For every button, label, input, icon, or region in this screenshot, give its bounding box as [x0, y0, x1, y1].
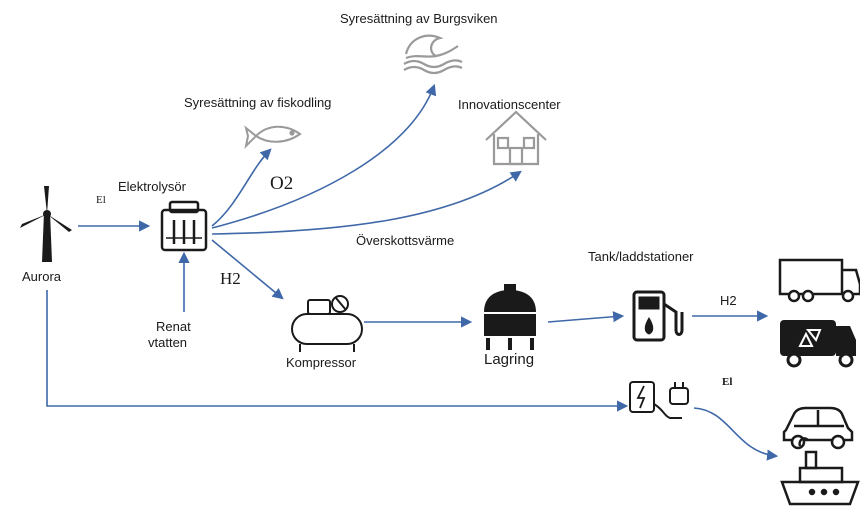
innovation-label: Innovationscenter	[458, 97, 561, 112]
car-icon	[782, 406, 854, 450]
arrow-to-innovation	[211, 170, 522, 235]
h2-tank-label: H2	[720, 293, 737, 308]
arrow-aurora-to-charger	[46, 290, 629, 412]
stations-label: Tank/laddstationer	[588, 249, 694, 264]
o2-label: O2	[270, 173, 294, 194]
arrow-charger-to-ship	[693, 407, 779, 461]
arrow-to-burgsviken	[211, 83, 437, 229]
fish-icon	[244, 125, 302, 150]
bay-target-label: Syresättning av Burgsviken	[340, 11, 498, 26]
h2-label: H2	[220, 269, 241, 288]
electrolyser-label: Elektrolysör	[118, 179, 186, 194]
el-symbol-label-2: El	[722, 376, 733, 388]
storage-tank-icon	[484, 284, 536, 350]
fish-target-label: Syresättning av fiskodling	[184, 95, 332, 110]
house-icon	[485, 110, 547, 166]
renat-label-line2: vtatten	[148, 335, 188, 350]
aurora-label: Aurora	[22, 269, 62, 284]
el-symbol-label: El	[96, 194, 106, 206]
ship-icon	[780, 437, 860, 506]
garbage-truck-icon	[780, 320, 856, 368]
arrow-to-fish	[211, 148, 272, 227]
compressor-icon	[291, 295, 363, 352]
flow-arrows	[46, 83, 779, 461]
wave-icon	[403, 34, 463, 75]
fuel-pump-icon	[632, 290, 684, 342]
compressor-label: Kompressor	[286, 355, 357, 370]
renat-label-line1: Renat	[156, 319, 191, 334]
arrow-storage-to-station	[547, 311, 625, 323]
wind-turbine-icon	[20, 186, 72, 262]
ev-charger-icon	[629, 381, 689, 419]
electrolyser-icon	[160, 200, 208, 252]
surplus-heat-label: Överskottsvärme	[356, 233, 455, 248]
arrow-to-compressor	[211, 239, 284, 300]
storage-label: Lagring	[484, 351, 535, 368]
truck-icon	[778, 258, 860, 303]
